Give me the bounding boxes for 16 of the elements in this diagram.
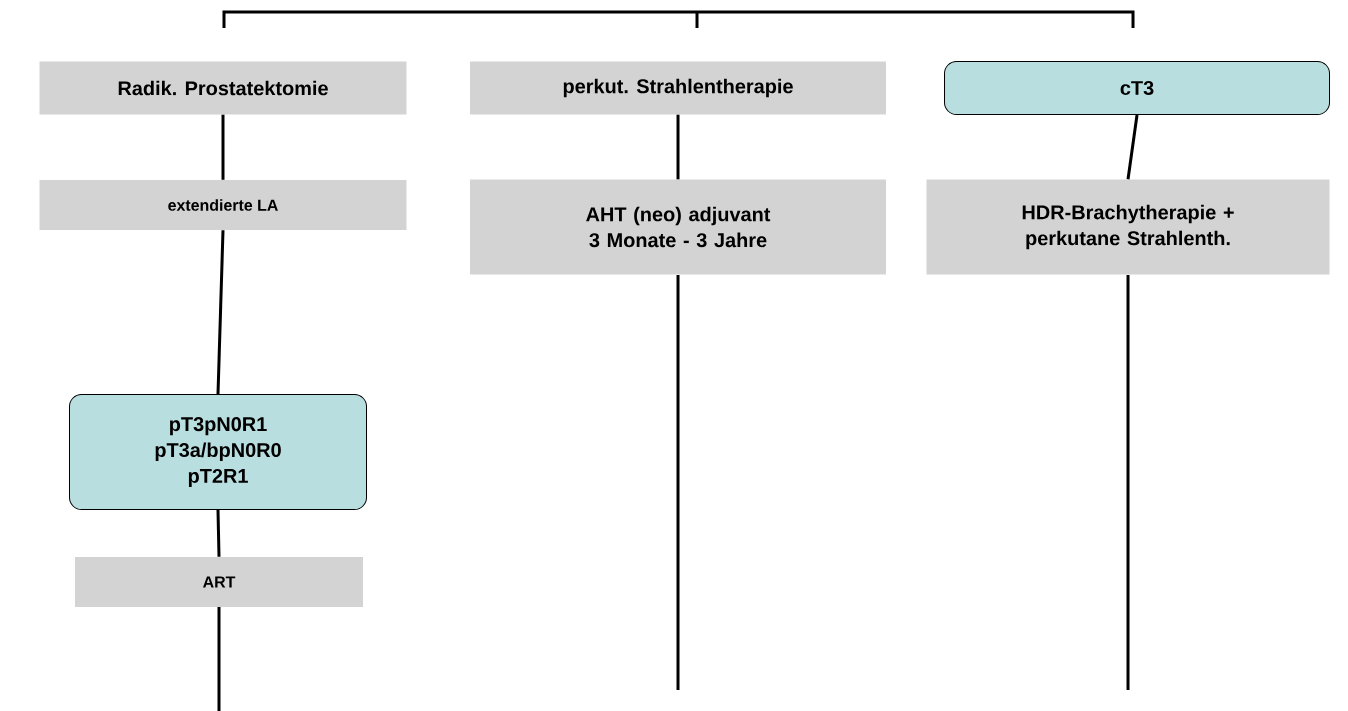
process-box: perkut. Strahlentherapie [470, 61, 886, 115]
process-box: Radik. Prostatektomie [39, 61, 407, 115]
connector-line [216, 230, 225, 395]
connector-line [1126, 275, 1130, 690]
connector-line [1126, 114, 1139, 180]
rounded-box: pT3pN0R1 pT3a/bpN0R0 pT2R1 [69, 394, 367, 510]
connector-line [216, 509, 221, 557]
process-box: HDR-Brachytherapie + perkutane Strahlenth. [926, 179, 1330, 275]
connector-line [217, 607, 221, 711]
connector-line [676, 114, 680, 180]
process-box: ART [75, 557, 363, 607]
process-box: AHT (neo) adjuvant 3 Monate - 3 Jahre [470, 179, 886, 275]
rounded-box: cT3 [944, 61, 1330, 115]
connector-line [221, 114, 225, 180]
connector-line [676, 275, 680, 690]
process-box: extendierte LA [39, 180, 407, 230]
